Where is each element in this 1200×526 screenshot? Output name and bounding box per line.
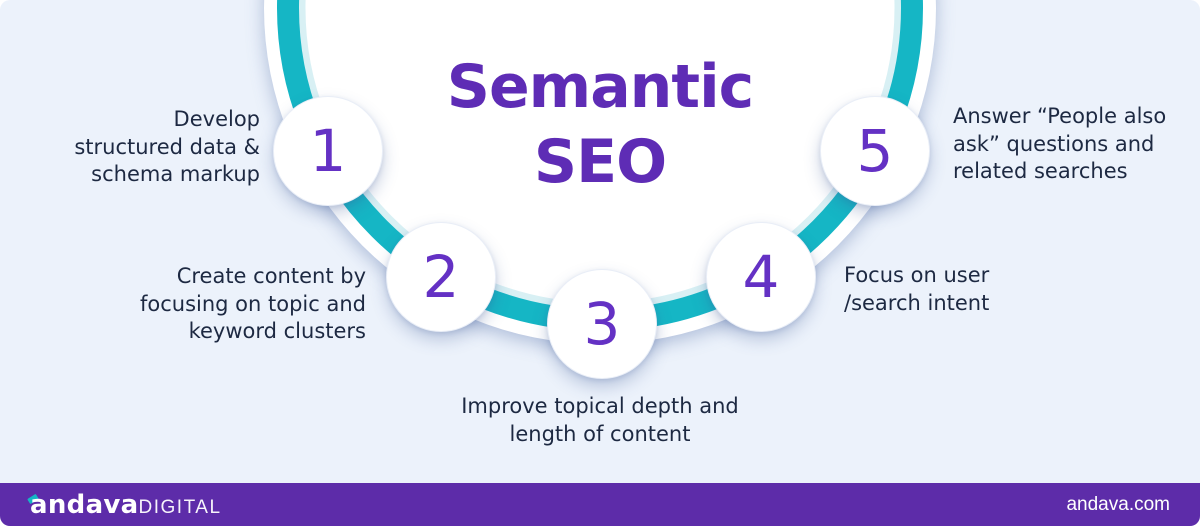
step-label-5: Answer “People also ask” questions and r… — [953, 103, 1193, 186]
brand-suffix: DIGITAL — [138, 496, 222, 518]
step-label-1: Develop structured data & schema markup — [20, 106, 260, 189]
footer-bar: andava DIGITAL andava.com — [0, 483, 1200, 526]
step-circle-5: 5 — [820, 96, 930, 206]
diagram-area: Semantic SEO 1 2 3 4 5 Develop structure… — [20, 0, 1193, 448]
step-circle-3: 3 — [547, 269, 657, 379]
step-number-1: 1 — [309, 117, 347, 185]
step-label-2-line-1: Create content by — [176, 264, 366, 288]
page-title: Semantic SEO — [400, 50, 800, 200]
brand-logo: andava DIGITAL — [27, 489, 222, 520]
step-label-3-line-2: length of content — [509, 421, 691, 446]
step-circle-1: 1 — [273, 96, 383, 206]
website-url: andava.com — [1066, 493, 1170, 515]
step-label-4: Focus on user /search intent — [844, 262, 1074, 317]
step-label-5-line-1: Answer “People also — [953, 104, 1167, 128]
step-circle-4: 4 — [706, 222, 816, 332]
title-line-1: Semantic — [446, 52, 754, 122]
step-number-2: 2 — [422, 243, 460, 311]
step-label-3-line-1: Improve topical depth and — [461, 394, 739, 418]
brand-name: andava — [30, 489, 139, 520]
step-label-2: Create content by focusing on topic and … — [96, 263, 366, 346]
step-label-2-line-3: keyword clusters — [188, 319, 366, 343]
step-label-1-line-3: schema markup — [91, 162, 260, 186]
step-label-5-line-3: related searches — [953, 159, 1128, 183]
step-label-3: Improve topical depth and length of cont… — [420, 393, 780, 448]
title-line-2: SEO — [533, 127, 667, 197]
step-number-4: 4 — [742, 243, 780, 311]
step-label-4-line-2: /search intent — [844, 290, 990, 315]
step-label-2-line-2: focusing on topic and — [140, 291, 366, 316]
step-label-5-line-2: ask” questions and — [953, 131, 1155, 156]
step-label-1-line-1: Develop — [173, 107, 260, 131]
step-label-4-line-1: Focus on user — [844, 263, 990, 287]
step-number-3: 3 — [583, 290, 621, 358]
step-number-5: 5 — [856, 117, 894, 185]
step-circle-2: 2 — [386, 222, 496, 332]
step-label-1-line-2: structured data & — [74, 134, 260, 159]
